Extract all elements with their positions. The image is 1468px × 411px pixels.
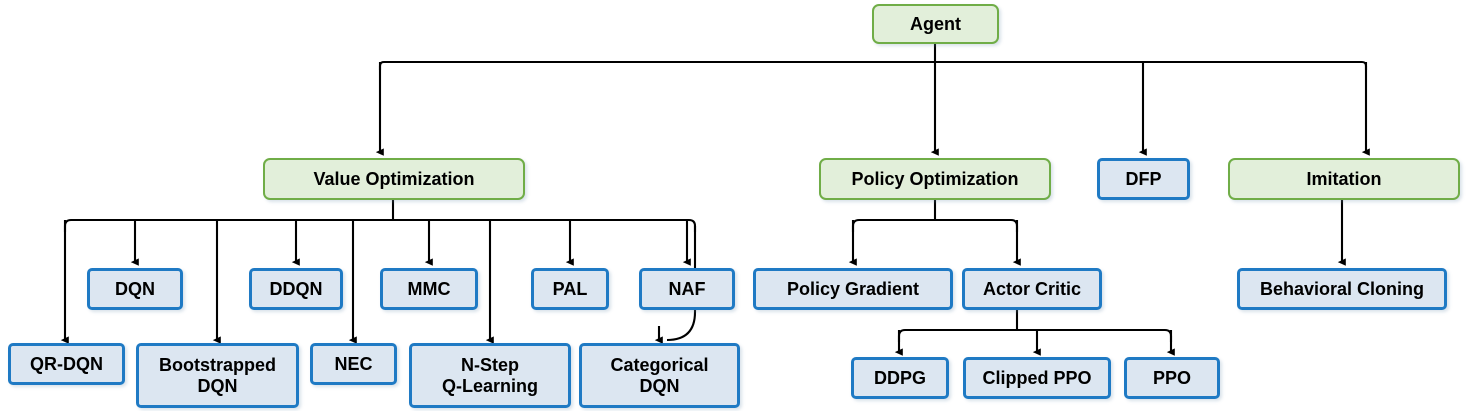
node-actor-critic-label: Actor Critic <box>982 278 1081 299</box>
node-pal-label: PAL <box>552 278 588 299</box>
node-categorical-dqn-label: Categorical DQN <box>610 355 709 396</box>
node-naf-label: NAF <box>668 278 706 299</box>
node-bootstrapped-dqn-label: Bootstrapped DQN <box>159 355 276 396</box>
node-dfp[interactable]: DFP <box>1097 158 1190 200</box>
node-agent[interactable]: Agent <box>872 4 999 44</box>
node-ddpg[interactable]: DDPG <box>851 357 949 399</box>
node-dqn[interactable]: DQN <box>87 268 183 310</box>
node-nec-label: NEC <box>334 353 373 374</box>
node-ddpg-label: DDPG <box>873 367 926 388</box>
edge-value-optimization-to-categorical-dqn-elbow <box>666 226 697 342</box>
node-behavioral-cloning-label: Behavioral Cloning <box>1259 278 1425 299</box>
node-ppo[interactable]: PPO <box>1124 357 1220 399</box>
node-nec[interactable]: NEC <box>310 343 397 385</box>
node-clipped-ppo[interactable]: Clipped PPO <box>963 357 1111 399</box>
node-value-optimization[interactable]: Value Optimization <box>263 158 525 200</box>
edge-policy-optimization-bus <box>851 218 1019 232</box>
node-mmc-label: MMC <box>407 278 451 299</box>
node-n-step-q-learning-label: N-Step Q-Learning <box>441 355 538 396</box>
node-agent-label: Agent <box>910 13 961 34</box>
node-qr-dqn[interactable]: QR-DQN <box>8 343 125 385</box>
node-ddqn[interactable]: DDQN <box>249 268 343 310</box>
node-imitation[interactable]: Imitation <box>1228 158 1460 200</box>
node-policy-gradient[interactable]: Policy Gradient <box>753 268 953 310</box>
edge-actor-critic-bus <box>897 328 1173 342</box>
node-ddqn-label: DDQN <box>269 278 323 299</box>
node-naf[interactable]: NAF <box>639 268 735 310</box>
node-categorical-dqn[interactable]: Categorical DQN <box>579 343 740 408</box>
node-actor-critic[interactable]: Actor Critic <box>962 268 1102 310</box>
node-policy-gradient-label: Policy Gradient <box>786 278 920 299</box>
node-policy-optimization[interactable]: Policy Optimization <box>819 158 1051 200</box>
node-policy-optimization-label: Policy Optimization <box>851 168 1019 189</box>
node-dqn-label: DQN <box>115 278 155 299</box>
node-n-step-q-learning[interactable]: N-Step Q-Learning <box>409 343 571 408</box>
node-qr-dqn-label: QR-DQN <box>30 353 103 374</box>
edge-agent-bus <box>378 60 1368 70</box>
node-value-optimization-label: Value Optimization <box>313 168 475 189</box>
node-mmc[interactable]: MMC <box>380 268 478 310</box>
node-bootstrapped-dqn[interactable]: Bootstrapped DQN <box>136 343 299 408</box>
node-pal[interactable]: PAL <box>531 268 609 310</box>
edge-value-optimization-bus <box>63 218 697 232</box>
node-ppo-label: PPO <box>1152 367 1191 388</box>
node-imitation-label: Imitation <box>1306 168 1382 189</box>
node-dfp-label: DFP <box>1125 168 1162 189</box>
node-clipped-ppo-label: Clipped PPO <box>982 367 1092 388</box>
node-behavioral-cloning[interactable]: Behavioral Cloning <box>1237 268 1447 310</box>
